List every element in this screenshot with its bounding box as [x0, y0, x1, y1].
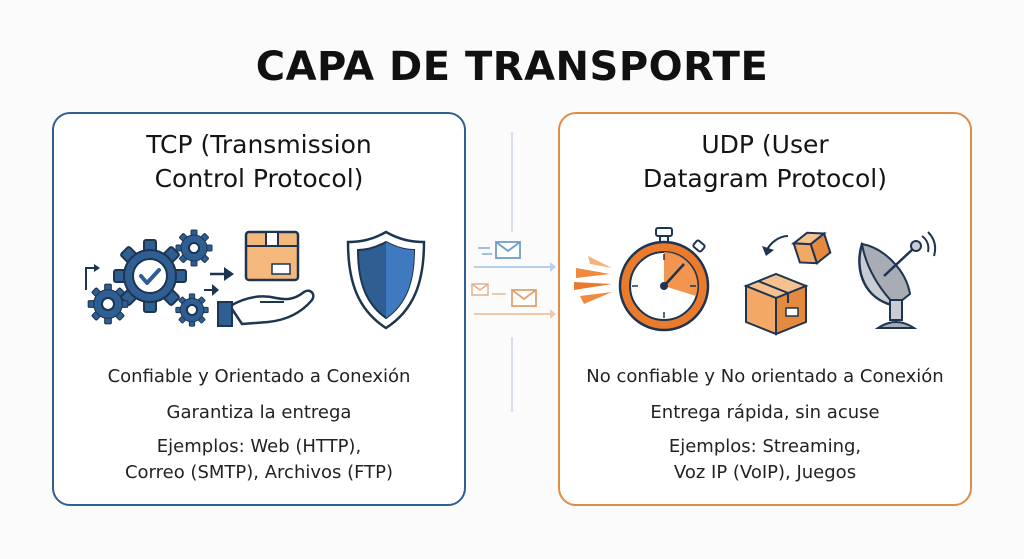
udp-card: UDP (User Datagram Protocol)	[558, 112, 972, 506]
boxes-icon	[743, 231, 832, 336]
tcp-title-line-1: TCP (Transmission	[146, 130, 372, 159]
connector	[468, 112, 558, 506]
connector-graphic	[471, 132, 556, 412]
tcp-title-line-2: Control Protocol)	[154, 164, 364, 193]
udp-title: UDP (User Datagram Protocol)	[560, 128, 970, 196]
udp-icons	[560, 226, 970, 336]
shield-icon	[346, 230, 426, 330]
stopwatch-icon	[574, 227, 710, 332]
gears-checkmark-icon	[85, 229, 219, 327]
tcp-icons	[54, 226, 464, 336]
tcp-delivery: Garantiza la entrega	[166, 402, 352, 423]
tcp-examples-line-1: Ejemplos: Web (HTTP),	[156, 436, 362, 457]
udp-property: No confiable y No orientado a Conexión	[586, 366, 944, 387]
satellite-dish-icon	[858, 231, 937, 329]
udp-examples: Ejemplos: Streaming, Voz IP (VoIP), Jueg…	[560, 434, 970, 486]
package-in-hand-icon	[210, 230, 315, 327]
udp-delivery: Entrega rápida, sin acuse	[650, 402, 880, 423]
tcp-card: TCP (Transmission Control Protocol)	[52, 112, 466, 506]
tcp-examples: Ejemplos: Web (HTTP), Correo (SMTP), Arc…	[54, 434, 464, 486]
udp-examples-line-1: Ejemplos: Streaming,	[668, 436, 862, 457]
tcp-property: Confiable y Orientado a Conexión	[107, 366, 411, 387]
page-title: CAPA DE TRANSPORTE	[255, 44, 769, 90]
udp-title-line-1: UDP (User	[701, 130, 829, 159]
udp-examples-line-2: Voz IP (VoIP), Juegos	[673, 462, 857, 483]
envelope-icon	[471, 283, 537, 307]
envelope-icon	[478, 241, 521, 259]
udp-title-line-2: Datagram Protocol)	[643, 164, 887, 193]
tcp-title: TCP (Transmission Control Protocol)	[54, 128, 464, 196]
tcp-examples-line-2: Correo (SMTP), Archivos (FTP)	[124, 462, 394, 483]
